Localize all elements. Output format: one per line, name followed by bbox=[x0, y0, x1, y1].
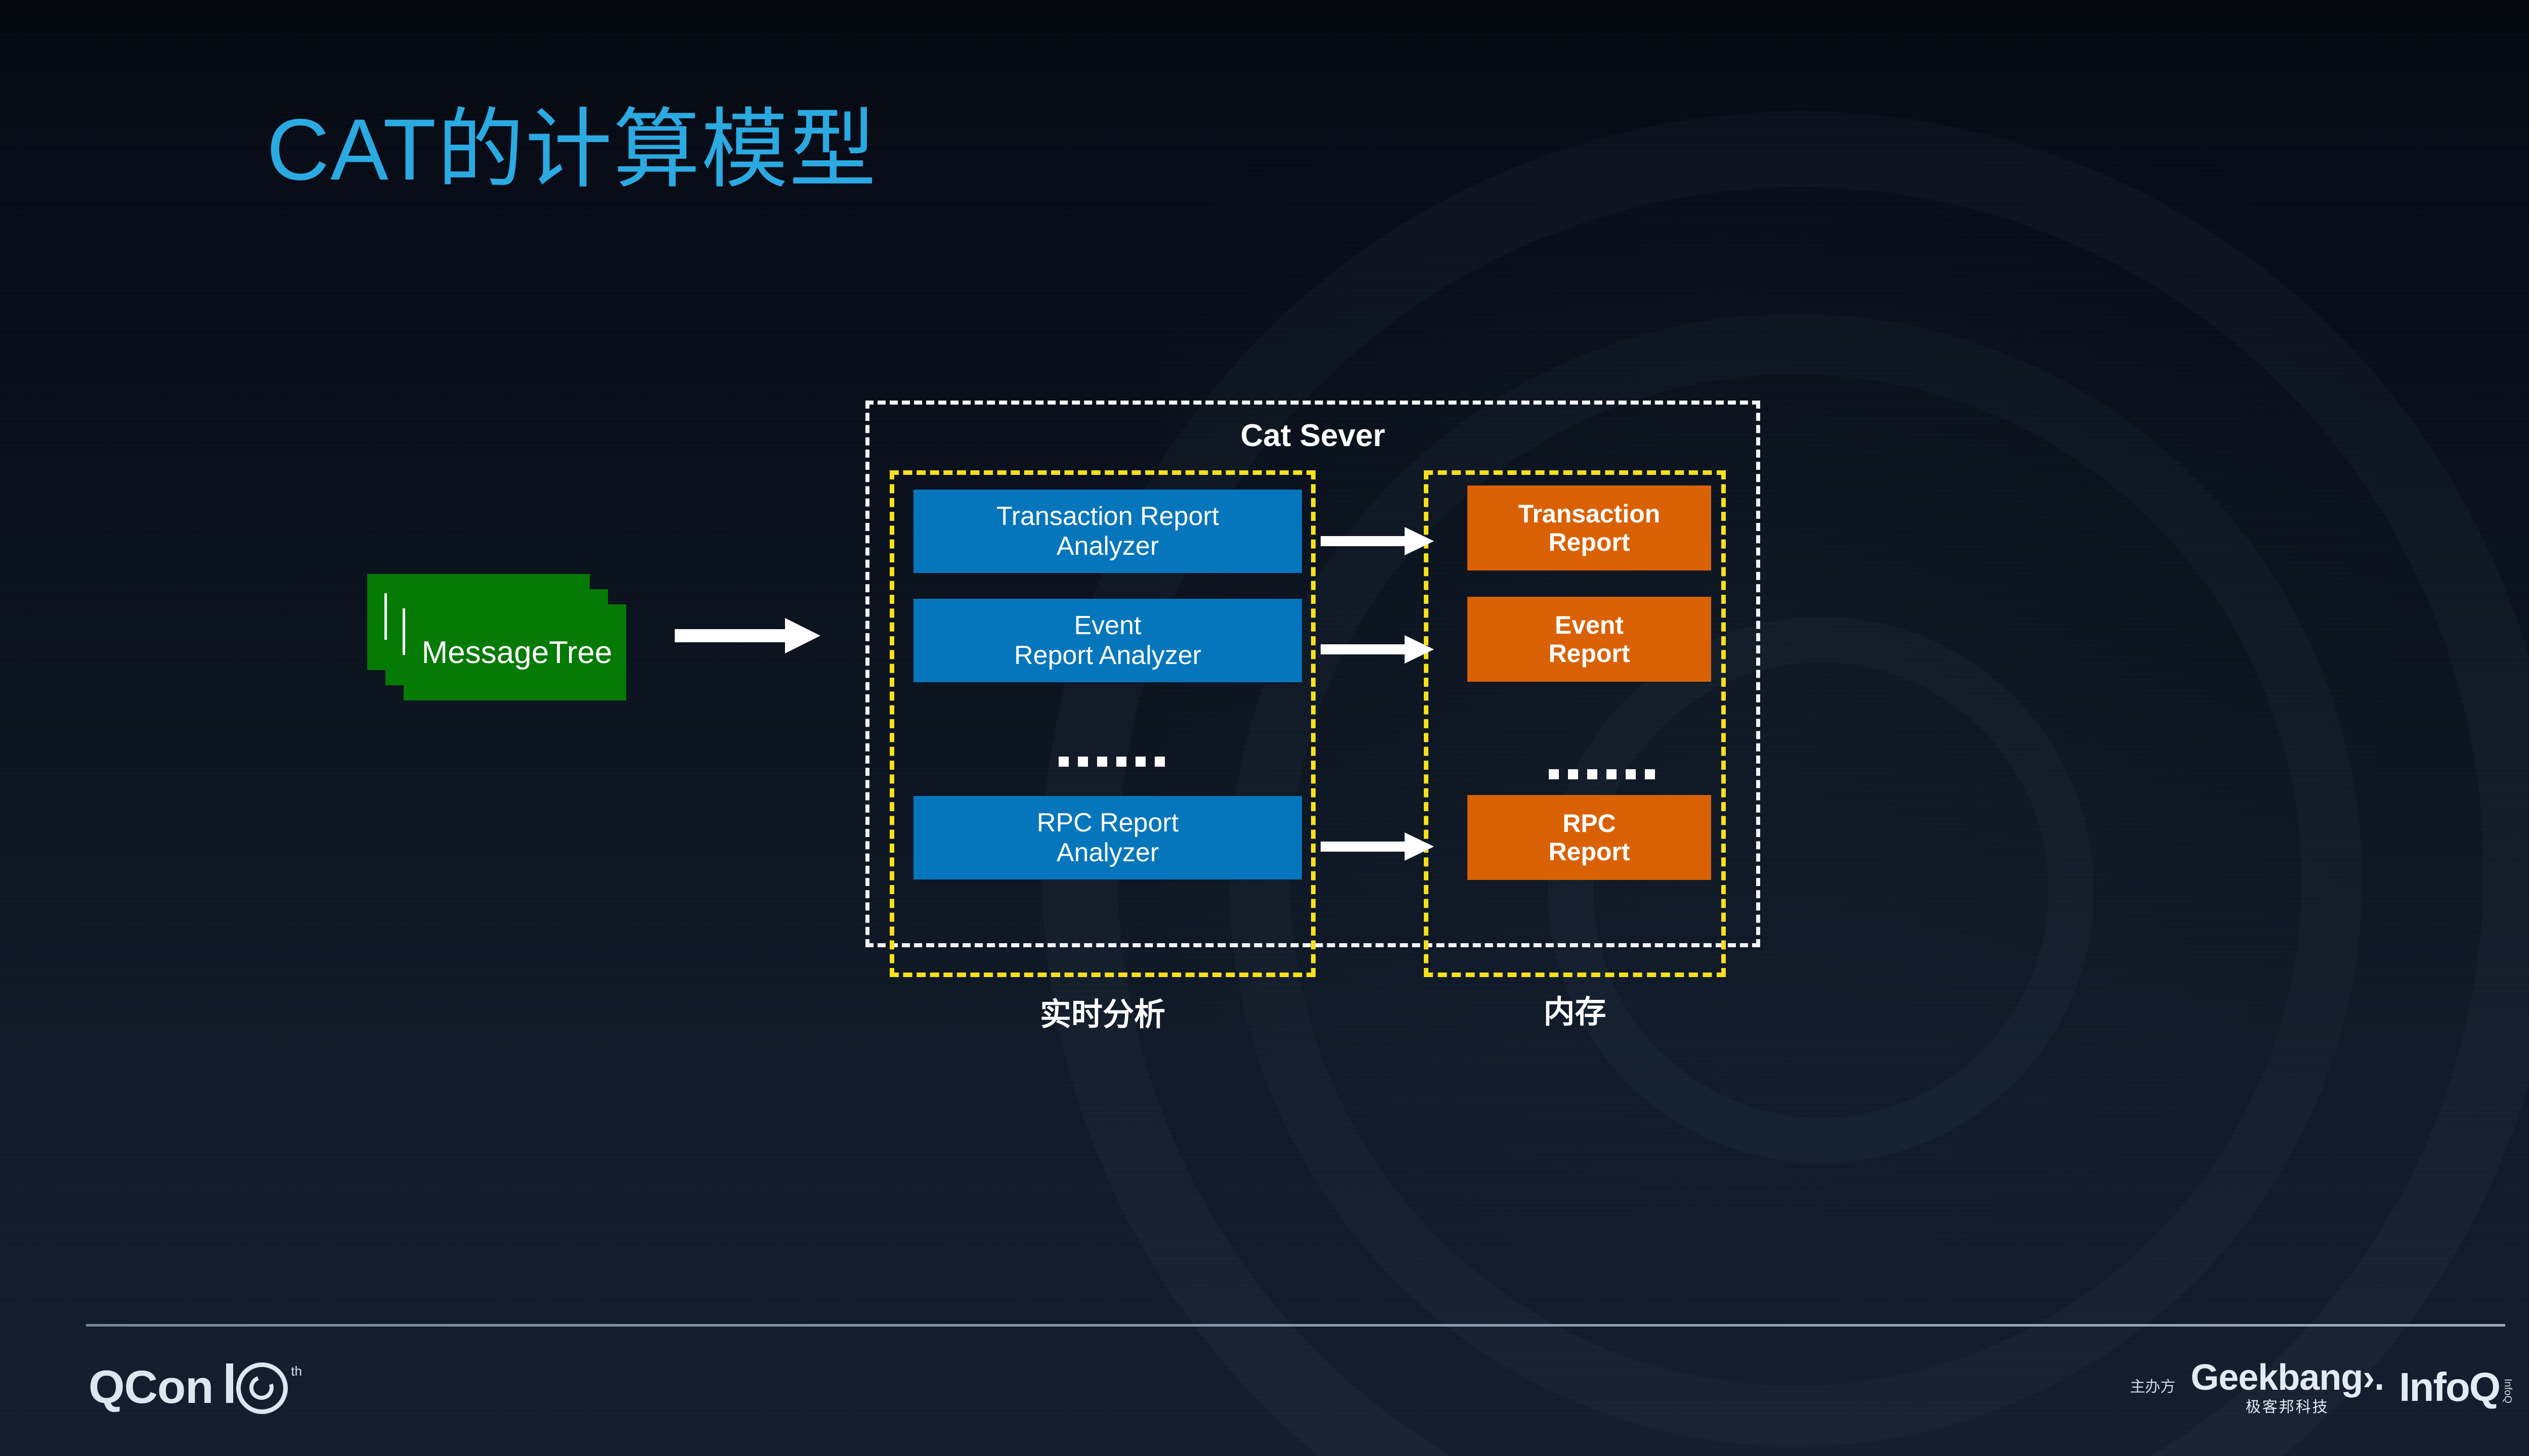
anniversary-ring-icon bbox=[236, 1362, 288, 1414]
group-memory bbox=[1424, 470, 1726, 977]
arrow-head bbox=[785, 618, 820, 653]
box-line-2: Report bbox=[1548, 528, 1630, 556]
box-rpc-report[interactable]: RPC Report bbox=[1467, 795, 1711, 880]
footer-divider bbox=[86, 1324, 2505, 1327]
sponsor-bar: 主办方 Geekbang›. 极客邦科技 InfoQ InfoQ bbox=[2130, 1359, 2513, 1415]
cat-server-title: Cat Sever bbox=[1240, 418, 1385, 453]
box-line-1: Transaction bbox=[1518, 500, 1661, 528]
message-tree-edge-line-2 bbox=[403, 608, 405, 655]
arrow-shaft bbox=[1321, 644, 1407, 654]
message-tree-sheet-front bbox=[404, 604, 626, 700]
box-event-report[interactable]: Event Report bbox=[1467, 597, 1711, 682]
ellipsis-dot bbox=[1606, 769, 1617, 779]
ellipsis-memory bbox=[1549, 769, 1655, 779]
ellipsis-dot bbox=[1078, 757, 1088, 767]
box-line-2: Report bbox=[1548, 837, 1630, 866]
infoq-logo: InfoQ InfoQ bbox=[2399, 1364, 2513, 1410]
infoq-wordmark: InfoQ bbox=[2399, 1364, 2501, 1409]
arrow-head bbox=[1405, 832, 1434, 861]
message-tree-stack: MessageTree bbox=[367, 574, 630, 700]
ellipsis-dot bbox=[1626, 769, 1636, 779]
box-line-1: Transaction Report bbox=[996, 502, 1219, 532]
box-line-2: Analyzer bbox=[1056, 531, 1159, 561]
box-event-report-analyzer[interactable]: Event Report Analyzer bbox=[913, 599, 1302, 682]
ellipsis-dot bbox=[1097, 757, 1107, 767]
ellipsis-dot bbox=[1568, 769, 1578, 779]
ellipsis-dot bbox=[1059, 757, 1069, 767]
arrow-head bbox=[1405, 527, 1434, 555]
box-line-1: RPC bbox=[1562, 809, 1616, 837]
box-transaction-report[interactable]: Transaction Report bbox=[1467, 486, 1711, 570]
box-rpc-report-analyzer[interactable]: RPC Report Analyzer bbox=[913, 796, 1302, 879]
box-line-2: Report Analyzer bbox=[1014, 640, 1201, 670]
qcon-anniversary-mark: th bbox=[226, 1360, 302, 1414]
box-line-1: Event bbox=[1554, 611, 1624, 639]
ellipsis-dot bbox=[1587, 769, 1597, 779]
page-title: CAT的计算模型 bbox=[267, 101, 878, 198]
ellipsis-dot bbox=[1116, 757, 1126, 767]
geekbang-logo: Geekbang›. 极客邦科技 bbox=[2191, 1359, 2384, 1415]
box-line-2: Report bbox=[1548, 639, 1630, 668]
anniversary-suffix: th bbox=[291, 1363, 302, 1379]
box-line-1: Event bbox=[1074, 611, 1142, 641]
arrow-rpc-analyzer-to-report bbox=[1321, 832, 1442, 861]
ellipsis-dot bbox=[1155, 757, 1165, 767]
qcon-wordmark: QCon bbox=[89, 1361, 213, 1413]
ellipsis-dot bbox=[1136, 757, 1146, 767]
message-tree-label: MessageTree bbox=[421, 635, 613, 670]
box-transaction-report-analyzer[interactable]: Transaction Report Analyzer bbox=[913, 490, 1302, 573]
caption-realtime-analysis: 实时分析 bbox=[1039, 997, 1165, 1032]
ellipsis-analyzer bbox=[1059, 757, 1165, 767]
arrow-shaft bbox=[1321, 842, 1407, 852]
ellipsis-dot bbox=[1645, 769, 1655, 779]
arrow-transaction-analyzer-to-report bbox=[1321, 527, 1442, 555]
arrow-event-analyzer-to-report bbox=[1321, 635, 1442, 664]
arrow-message-tree-to-cat-server bbox=[675, 618, 821, 653]
arrow-head bbox=[1405, 635, 1434, 664]
anniversary-one-bar-icon bbox=[226, 1363, 234, 1403]
message-tree-edge-line-1 bbox=[384, 593, 387, 640]
box-line-2: Analyzer bbox=[1056, 837, 1159, 867]
ellipsis-dot bbox=[1549, 769, 1559, 779]
arrow-shaft bbox=[1321, 536, 1407, 546]
infoq-trademark: InfoQ bbox=[2502, 1379, 2513, 1403]
group-realtime-analysis bbox=[890, 470, 1316, 977]
host-label: 主办方 bbox=[2130, 1378, 2176, 1395]
caption-memory: 内存 bbox=[1543, 995, 1606, 1030]
geekbang-wordmark-cn: 极客邦科技 bbox=[2245, 1399, 2329, 1416]
qcon-logo: QCon th bbox=[89, 1360, 302, 1414]
box-line-1: RPC Report bbox=[1036, 808, 1179, 838]
geekbang-wordmark: Geekbang›. bbox=[2191, 1357, 2384, 1398]
arrow-shaft bbox=[675, 629, 787, 642]
